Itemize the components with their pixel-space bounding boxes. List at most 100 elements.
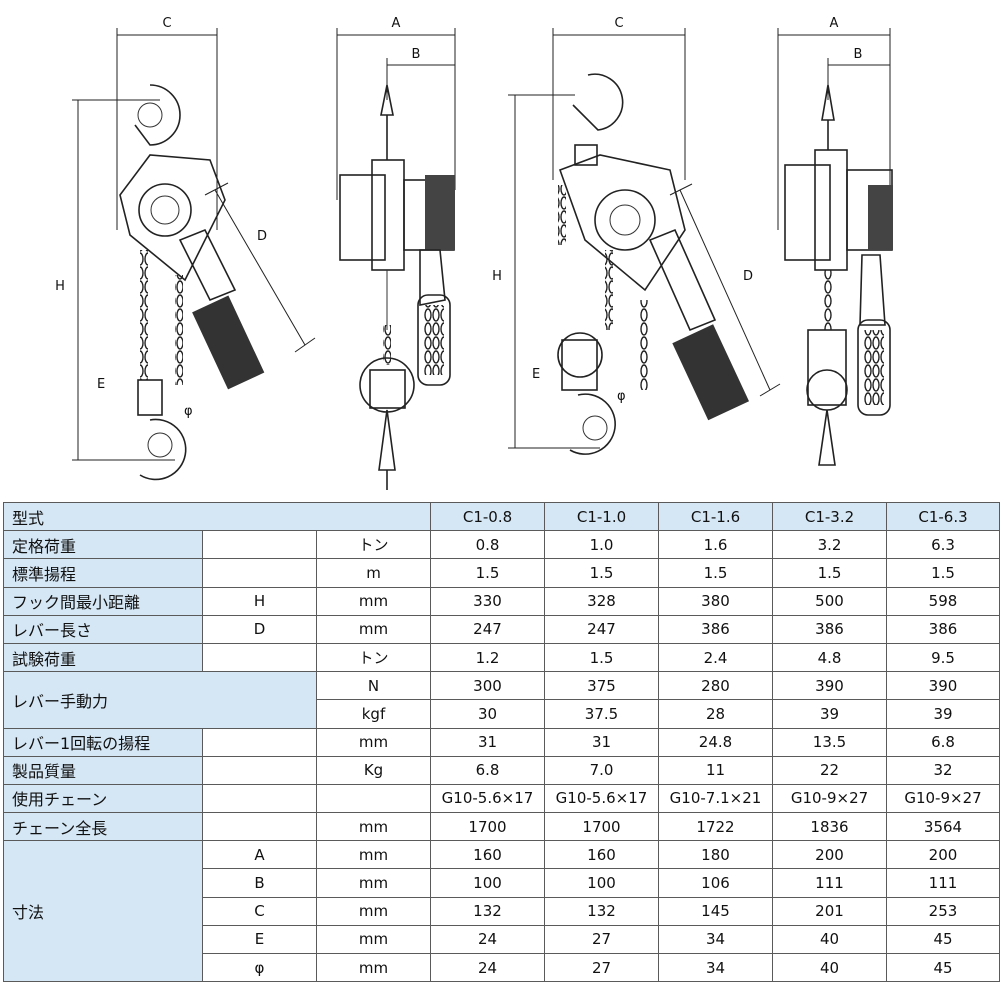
dim-label-phi-1: φ [184, 404, 193, 419]
cell-value: G10-9×27 [772, 783, 887, 814]
model-header: C1-0.8 [430, 501, 545, 532]
drawing-small-front: C H D E φ [55, 16, 316, 481]
cell-value: 380 [658, 586, 773, 616]
cell-value: 24.8 [658, 727, 773, 757]
cell-value: 37.5 [544, 699, 659, 729]
cell-value: 386 [772, 614, 887, 644]
cell-value: 1.5 [886, 558, 1000, 588]
cell-value: 6.3 [886, 530, 1000, 560]
cell-value: 40 [772, 924, 887, 955]
cell-value: 6.8 [886, 727, 1000, 757]
row-symbol: H [202, 586, 317, 616]
cell-value: 100 [544, 868, 659, 898]
cell-value: 31 [544, 727, 659, 757]
cell-value: 30 [430, 699, 545, 729]
cell-value: 7.0 [544, 755, 659, 785]
header-label: 型式 [3, 501, 431, 532]
cell-value: 106 [658, 868, 773, 898]
cell-value: 28 [658, 699, 773, 729]
row-unit: mm [316, 727, 431, 757]
cell-value: 11 [658, 755, 773, 785]
cell-value: 500 [772, 586, 887, 616]
row-label: 使用チェーン [3, 783, 203, 814]
row-symbol: A [202, 840, 317, 870]
row-symbol: B [202, 868, 317, 898]
cell-value: 34 [658, 952, 773, 983]
cell-value: 390 [772, 671, 887, 701]
row-symbol [202, 812, 317, 842]
dim-label-c: C [162, 16, 171, 31]
row-unit: mm [316, 952, 431, 983]
cell-value: 1700 [544, 812, 659, 842]
model-header: C1-3.2 [772, 501, 887, 532]
row-symbol [202, 727, 317, 757]
row-label: 定格荷重 [3, 530, 203, 560]
row-unit: トン [316, 642, 431, 673]
dim-label-a-2: A [830, 16, 839, 31]
cell-value: 6.8 [430, 755, 545, 785]
cell-value: 40 [772, 952, 887, 983]
drawing-small-side: A B [336, 16, 456, 490]
cell-value: G10-9×27 [886, 783, 1000, 814]
cell-value: G10-7.1×21 [658, 783, 773, 814]
cell-value: 9.5 [886, 642, 1000, 673]
dim-label-c-2: C [614, 16, 623, 31]
table-header-row: 型式 C1-0.8 C1-1.0 C1-1.6 C1-3.2 C1-6.3 [3, 501, 1000, 532]
cell-value: 390 [886, 671, 1000, 701]
cell-value: 3.2 [772, 530, 887, 560]
cell-value: 45 [886, 952, 1000, 983]
cell-value: 2.4 [658, 642, 773, 673]
row-symbol [202, 558, 317, 588]
dim-label-h-2: H [492, 269, 502, 284]
dim-label-e-2: E [532, 367, 540, 382]
cell-value: 3564 [886, 812, 1000, 842]
cell-value: 201 [772, 896, 887, 926]
cell-value: 247 [430, 614, 545, 644]
cell-value: 180 [658, 840, 773, 870]
cell-value: 1.5 [544, 558, 659, 588]
spec-table: 型式 C1-0.8 C1-1.0 C1-1.6 C1-3.2 C1-6.3 定格… [3, 501, 1000, 983]
model-header: C1-1.0 [544, 501, 659, 532]
row-label: 寸法 [3, 840, 203, 983]
row-symbol [202, 783, 317, 814]
row-unit: kgf [316, 699, 431, 729]
cell-value: 1.2 [430, 642, 545, 673]
row-label: チェーン全長 [3, 812, 203, 842]
row-unit: mm [316, 812, 431, 842]
cell-value: 1.5 [772, 558, 887, 588]
cell-value: 111 [772, 868, 887, 898]
dim-label-d: D [257, 229, 267, 244]
cell-value: 280 [658, 671, 773, 701]
drawing-large-side: A B [777, 16, 893, 466]
row-unit: mm [316, 896, 431, 926]
cell-value: 1.0 [544, 530, 659, 560]
cell-value: 1836 [772, 812, 887, 842]
cell-value: 247 [544, 614, 659, 644]
cell-value: 32 [886, 755, 1000, 785]
cell-value: 200 [886, 840, 1000, 870]
cell-value: 598 [886, 586, 1000, 616]
row-symbol: C [202, 896, 317, 926]
row-symbol: E [202, 924, 317, 955]
row-unit: N [316, 671, 431, 701]
cell-value: 132 [544, 896, 659, 926]
cell-value: 160 [430, 840, 545, 870]
row-label: 試験荷重 [3, 642, 203, 673]
cell-value: 253 [886, 896, 1000, 926]
row-unit: Kg [316, 755, 431, 785]
cell-value: 27 [544, 924, 659, 955]
cell-value: 0.8 [430, 530, 545, 560]
row-symbol: φ [202, 952, 317, 983]
cell-value: 22 [772, 755, 887, 785]
row-label: 製品質量 [3, 755, 203, 785]
row-symbol [202, 530, 317, 560]
row-unit: mm [316, 614, 431, 644]
